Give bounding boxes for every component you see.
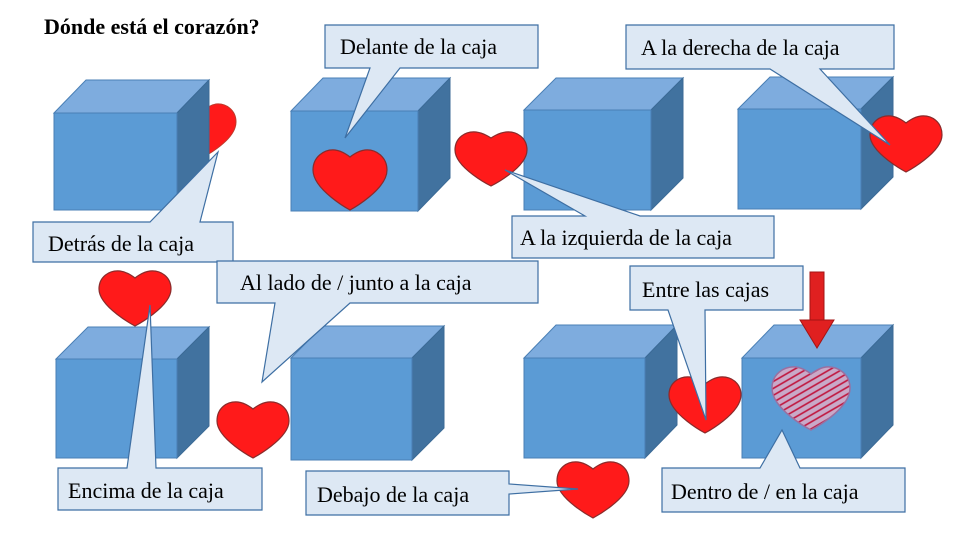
heart-right-of-box — [869, 115, 943, 173]
callout-izquierda-label: A la izquierda de la caja — [520, 225, 732, 250]
callout-izquierda: A la izquierda de la caja — [504, 169, 775, 259]
callout-entre-label: Entre las cajas — [642, 277, 769, 302]
box-6 — [289, 324, 446, 462]
callout-al-lado-label: Al lado de / junto a la caja — [240, 270, 472, 295]
callout-encima-label: Encima de la caja — [68, 478, 224, 503]
callout-dentro-label: Dentro de / en la caja — [671, 479, 859, 504]
heart-under-box — [556, 461, 630, 519]
callout-entre: Entre las cajas — [629, 265, 804, 421]
callout-al-lado: Al lado de / junto a la caja — [216, 260, 539, 384]
page-title: Dónde está el corazón? — [44, 14, 260, 39]
heart-on-top-of-box — [98, 270, 172, 327]
box-5 — [54, 325, 211, 460]
heart-in-front-of-box — [312, 149, 388, 211]
callout-delante: Delante de la caja — [324, 24, 539, 139]
callout-debajo-label: Debajo de la caja — [317, 482, 469, 507]
box-2 — [289, 76, 452, 213]
callout-detras-label: Detrás de la caja — [48, 231, 194, 256]
callout-derecha: A la derecha de la caja — [625, 24, 895, 146]
box-3 — [522, 76, 685, 212]
callout-debajo: Debajo de la caja — [305, 470, 579, 516]
callout-delante-label: Delante de la caja — [340, 34, 497, 59]
callout-dentro: Dentro de / en la caja — [661, 428, 906, 513]
down-arrow-icon — [799, 271, 835, 349]
heart-left-of-box — [454, 131, 528, 187]
callout-detras: Detrás de la caja — [32, 149, 234, 263]
callout-derecha-label: A la derecha de la caja — [641, 35, 840, 60]
box-7 — [522, 323, 679, 460]
heart-inside-box — [771, 366, 851, 431]
callout-encima: Encima de la caja — [57, 304, 263, 511]
heart-next-to-box — [216, 401, 290, 459]
